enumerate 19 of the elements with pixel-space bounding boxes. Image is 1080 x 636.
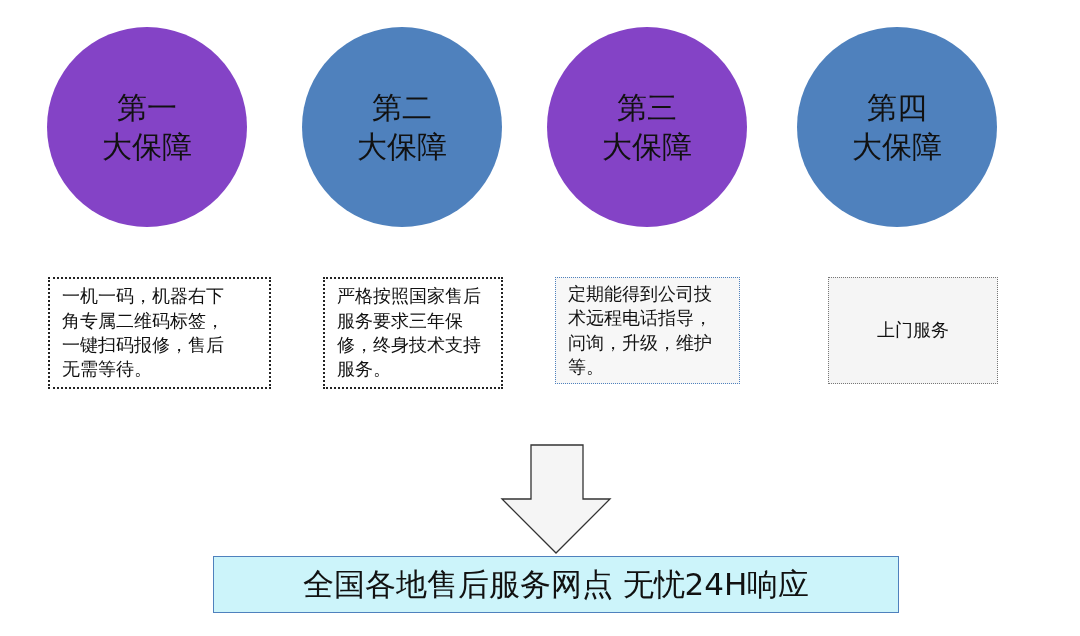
description-text: 严格按照国家售后服务要求三年保修，终身技术支持服务。 xyxy=(337,284,482,382)
banner-text: 全国各地售后服务网点 无忧24H响应 xyxy=(302,564,810,604)
summary-banner xyxy=(213,556,899,613)
circle-label: 大保障 xyxy=(852,128,942,166)
description-box xyxy=(48,277,271,389)
description-box xyxy=(323,277,503,389)
circle-label: 大保障 xyxy=(102,128,192,166)
circle-label: 第三 xyxy=(617,89,677,127)
description-box xyxy=(828,277,998,384)
circle-label: 第二 xyxy=(372,89,432,127)
circle-label: 大保障 xyxy=(357,128,447,166)
description-text: 定期能得到公司技术远程电话指导，问询，升级，维护等。 xyxy=(568,281,713,379)
description-text: 一机一码，机器右下角专属二维码标签，一键扫码报修，售后无需等待。 xyxy=(62,284,225,382)
description-box xyxy=(555,277,740,384)
circle-label: 大保障 xyxy=(602,128,692,166)
block-arrow xyxy=(500,444,612,554)
circle-label: 第四 xyxy=(867,89,927,127)
description-text: 上门服务 xyxy=(876,318,950,343)
circle-label: 第一 xyxy=(117,89,177,127)
